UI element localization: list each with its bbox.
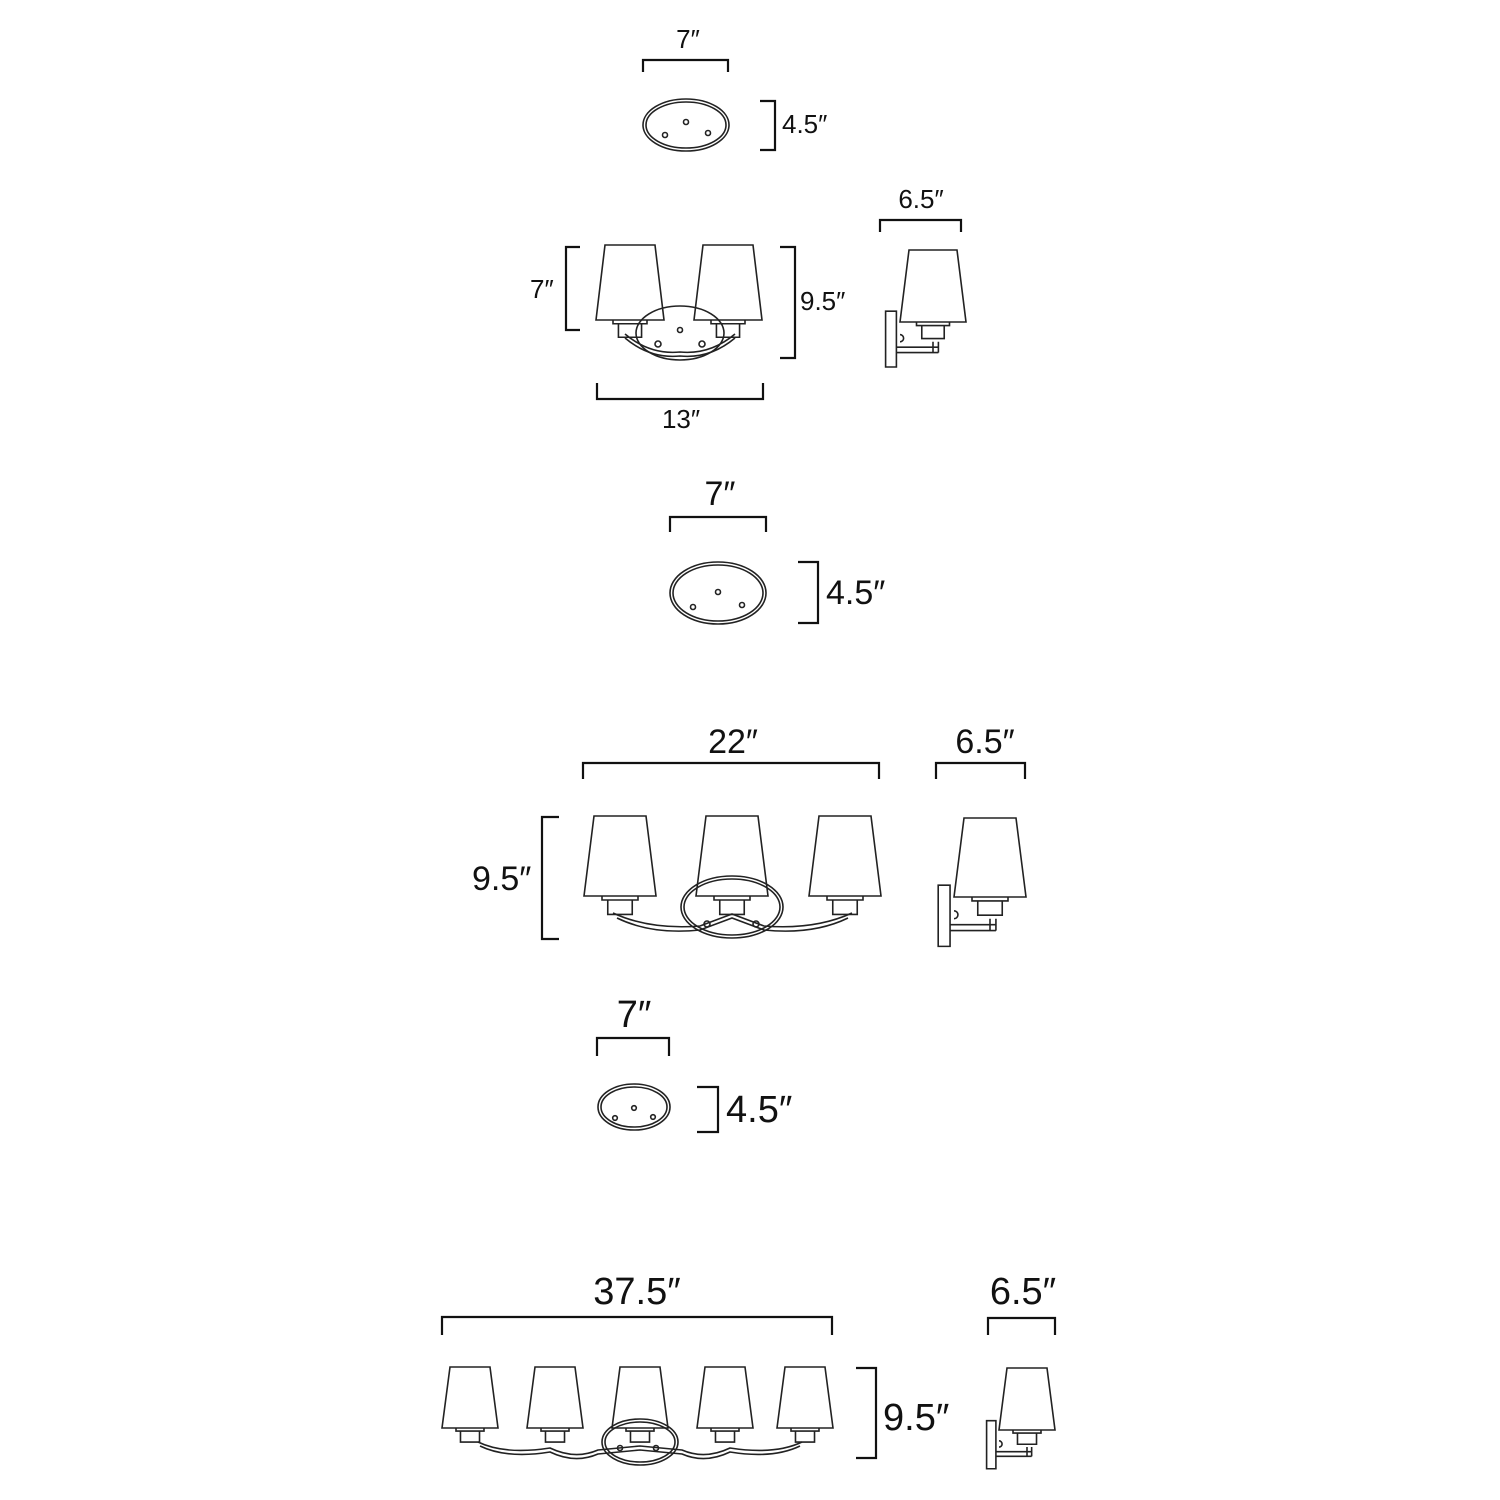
lamp-shade bbox=[526, 1366, 584, 1429]
fixture-2-depth-bracket bbox=[934, 761, 1027, 779]
canopy-1: 7″ 4.5″ bbox=[641, 24, 827, 152]
five-light-fixture: 37.5″ 9.5″ 6.5″ bbox=[440, 1271, 1057, 1470]
shade-holder bbox=[455, 1428, 485, 1432]
canopy-2-height-bracket bbox=[798, 560, 820, 625]
fixture-2-width-label: 22″ bbox=[708, 723, 758, 761]
lamp-shade bbox=[899, 249, 967, 323]
fixture-1-left-height-label: 7″ bbox=[530, 274, 554, 304]
lamp-socket bbox=[714, 1431, 736, 1443]
arm-riser bbox=[932, 341, 940, 353]
shade-holder bbox=[1012, 1430, 1042, 1434]
fixture-3-width-bracket bbox=[440, 1315, 834, 1335]
fixture-1-right-height-bracket bbox=[780, 245, 797, 360]
two-light-fixture: 7″ 9.5″ 13″ 6.5″ bbox=[530, 184, 967, 434]
lamp-socket bbox=[606, 900, 634, 916]
arm bbox=[995, 1450, 1032, 1458]
fixture-2-height-bracket bbox=[540, 815, 559, 941]
canopy-3-width-label: 7″ bbox=[617, 994, 652, 1036]
lamp-shade bbox=[595, 244, 665, 321]
lamp-shade bbox=[695, 815, 769, 897]
canopy-3-height-bracket bbox=[697, 1085, 720, 1134]
lamp-shade bbox=[953, 817, 1027, 898]
lamp-socket bbox=[459, 1431, 481, 1443]
shade-holder bbox=[713, 896, 751, 901]
fixture-1-depth-label: 6.5″ bbox=[898, 184, 943, 214]
shade-holder bbox=[601, 896, 639, 901]
lamp-socket bbox=[629, 1431, 651, 1443]
lamp-socket bbox=[831, 900, 859, 916]
shade-holder bbox=[612, 320, 648, 325]
shade-holder bbox=[826, 896, 864, 901]
lamp-shade bbox=[441, 1366, 499, 1429]
fixture-1-left-height-bracket bbox=[564, 245, 580, 332]
shade-holder bbox=[710, 320, 746, 325]
wall-backplate bbox=[985, 1419, 997, 1470]
canopy-3: 7″ 4.5″ bbox=[595, 994, 792, 1134]
fixture-3-depth-bracket bbox=[986, 1316, 1057, 1335]
arm bbox=[896, 346, 939, 354]
fixture-3-height-bracket bbox=[856, 1366, 878, 1460]
lamp-socket bbox=[715, 323, 741, 339]
arm-riser bbox=[1026, 1447, 1033, 1457]
canopy-1-height-label: 4.5″ bbox=[782, 109, 827, 139]
canopy-1-width-label: 7″ bbox=[676, 24, 700, 54]
lamp-socket bbox=[544, 1431, 566, 1443]
arm-riser bbox=[989, 918, 997, 931]
shade-holder bbox=[790, 1428, 820, 1432]
canopy-2-width-label: 7″ bbox=[705, 475, 736, 513]
lamp-shade bbox=[998, 1367, 1056, 1431]
lamp-socket bbox=[1016, 1433, 1038, 1446]
lamp-shade bbox=[696, 1366, 754, 1429]
lamp-socket bbox=[920, 325, 946, 340]
fixture-1-right-height-label: 9.5″ bbox=[800, 286, 845, 316]
lamp-socket bbox=[976, 900, 1004, 916]
wall-backplate bbox=[884, 310, 898, 368]
fixture-2-height-label: 9.5″ bbox=[472, 860, 531, 898]
fixture-3-depth-label: 6.5″ bbox=[990, 1271, 1056, 1313]
canopy-3-height-label: 4.5″ bbox=[726, 1089, 792, 1131]
fixture-1-depth-bracket bbox=[878, 218, 963, 232]
fixture-2-depth-label: 6.5″ bbox=[955, 723, 1014, 761]
shade-holder bbox=[971, 897, 1009, 902]
lamp-shade bbox=[611, 1366, 669, 1429]
shade-holder bbox=[625, 1428, 655, 1432]
screw bbox=[899, 333, 905, 343]
shade-holder bbox=[540, 1428, 570, 1432]
canopy-3-width-bracket bbox=[595, 1036, 671, 1056]
canopy-1-width-bracket bbox=[641, 58, 730, 72]
wall-backplate bbox=[937, 884, 951, 948]
canopy-2: 7″ 4.5″ bbox=[668, 475, 885, 625]
shade-holder bbox=[915, 322, 951, 327]
lamp-socket bbox=[617, 323, 643, 339]
screw bbox=[953, 910, 959, 920]
lamp-shade bbox=[583, 815, 657, 897]
shade-holder bbox=[710, 1428, 740, 1432]
three-light-fixture: 22″ 9.5″ 6.5″ bbox=[472, 723, 1027, 948]
canopy-2-width-bracket bbox=[668, 515, 768, 532]
lamp-shade bbox=[808, 815, 882, 897]
lamp-shade bbox=[693, 244, 763, 321]
fixture-1-width-bracket bbox=[595, 383, 765, 401]
canopy-1-height-bracket bbox=[760, 99, 777, 152]
lamp-socket bbox=[794, 1431, 816, 1443]
lamp-shade bbox=[776, 1366, 834, 1429]
fixture-3-width-label: 37.5″ bbox=[593, 1271, 680, 1313]
canopy-2-height-label: 4.5″ bbox=[826, 574, 885, 612]
screw bbox=[998, 1440, 1003, 1448]
fixture-3-height-label: 9.5″ bbox=[883, 1397, 949, 1439]
fixture-2-width-bracket bbox=[581, 761, 881, 779]
fixture-1-width-label: 13″ bbox=[662, 404, 700, 434]
lamp-socket bbox=[718, 900, 746, 916]
arm bbox=[950, 923, 996, 932]
